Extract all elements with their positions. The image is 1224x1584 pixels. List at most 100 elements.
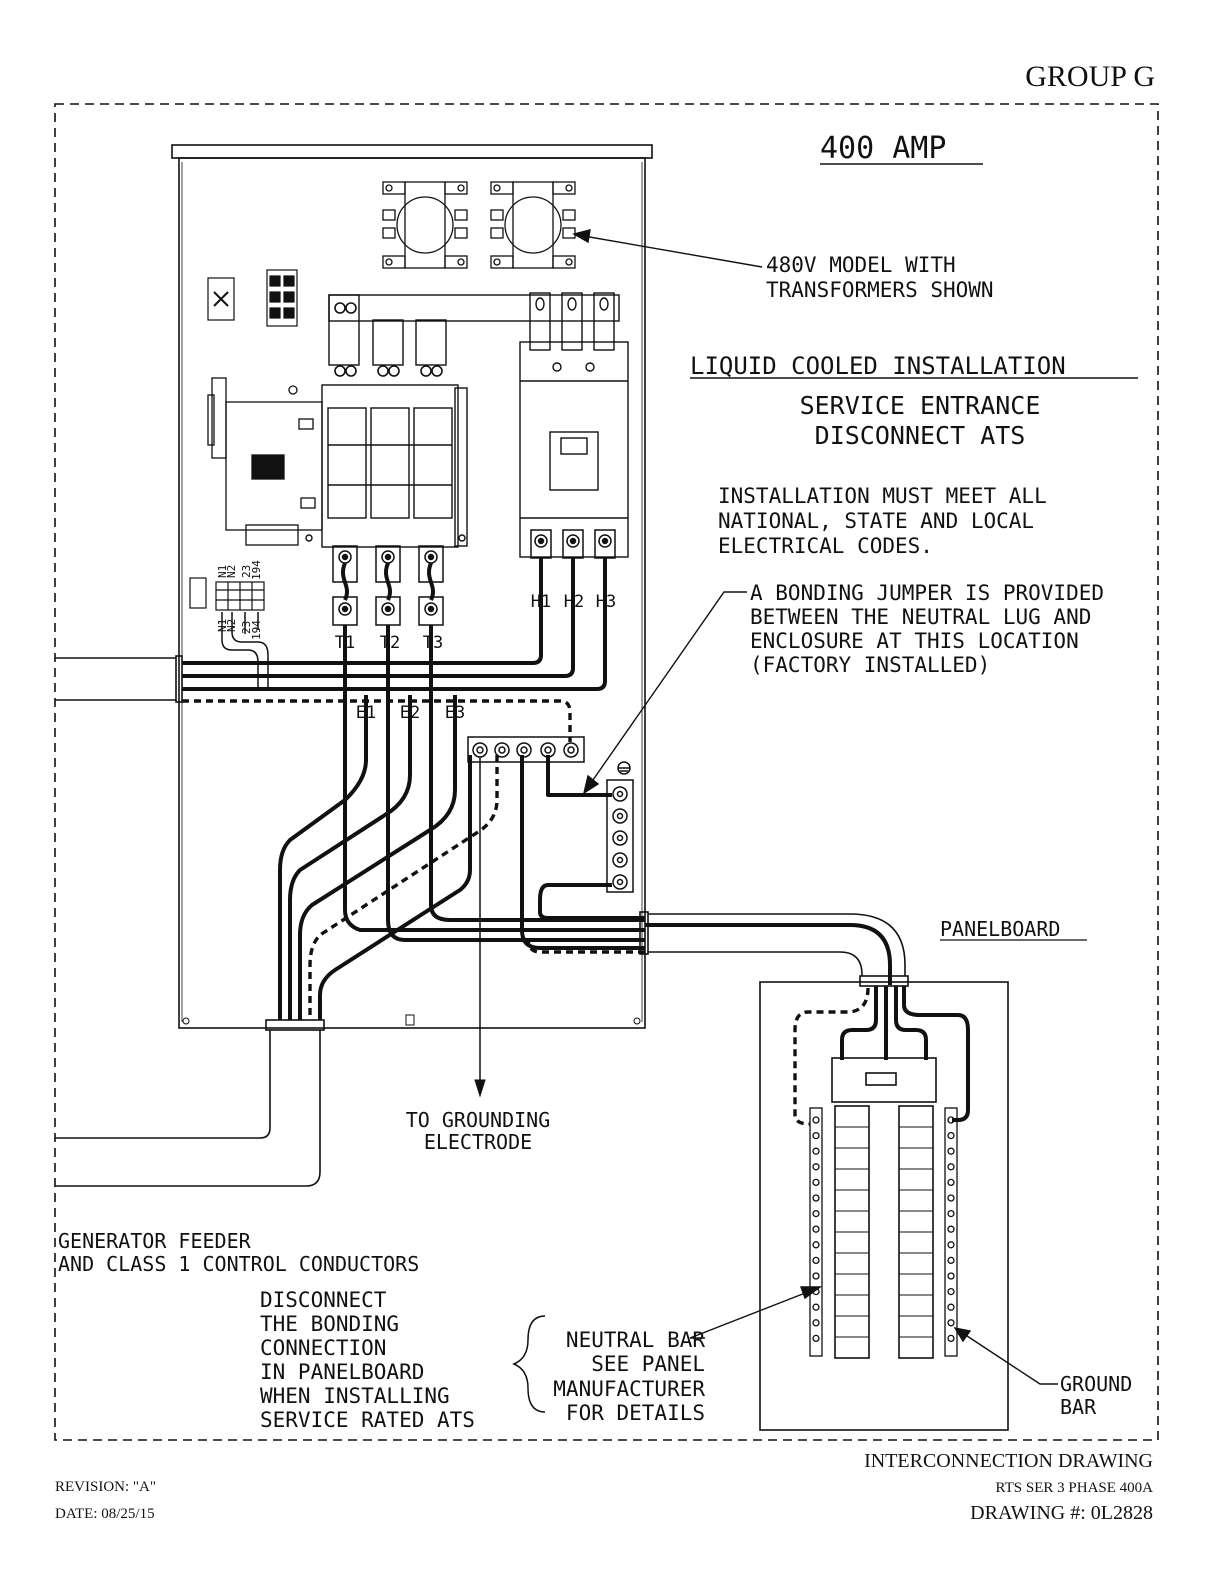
bus-bar-hole (947, 1194, 955, 1202)
wire-n2: N2 (225, 619, 238, 632)
grounding-arrow (474, 757, 486, 1098)
terminal-e2: E2 (400, 703, 420, 723)
bus-bar-hole (812, 1131, 820, 1140)
codes-note-1: INSTALLATION MUST MEET ALL (718, 484, 1047, 508)
bus-bar-hole (947, 1272, 955, 1280)
bus-bar-hole (947, 1241, 955, 1249)
disconnect-note-5: WHEN INSTALLING (260, 1384, 450, 1408)
disconnect-note-3: CONNECTION (260, 1336, 386, 1360)
disconnect-note-1: DISCONNECT (260, 1288, 387, 1312)
wire-n1: N1 (216, 619, 229, 632)
terminal-e1: E1 (356, 703, 376, 723)
bus-bar-hole (812, 1116, 820, 1124)
title-interconnection: INTERCONNECTION DRAWING (864, 1450, 1153, 1472)
neutral-note-3: MANUFACTURER (553, 1377, 705, 1401)
bus-bar-hole (812, 1241, 820, 1249)
leader-lines (572, 229, 1058, 1385)
disconnect-note-2: THE BONDING (260, 1312, 399, 1336)
panelboard-label: PANELBOARD (940, 917, 1060, 941)
bonding-note-1: A BONDING JUMPER IS PROVIDED (750, 581, 1104, 605)
drawing-border (54, 103, 1159, 1441)
bus-bar-hole (947, 1225, 955, 1233)
wire-194: 194 (250, 620, 263, 640)
neutral-note-2: SEE PANEL (591, 1352, 705, 1376)
ats-enclosure (171, 144, 653, 1029)
ground-conductor (182, 699, 870, 1126)
transformer-note-1: 480V MODEL WITH (766, 253, 956, 277)
ground-note-2: BAR (1060, 1395, 1097, 1419)
terminal-t1: T1 (335, 633, 355, 653)
bus-bar-hole (812, 1272, 820, 1280)
drawing-number: DRAWING #: 0L2828 (970, 1502, 1153, 1524)
wire-23-top: 23 (240, 565, 253, 578)
bus-bar-hole (947, 1209, 955, 1218)
panel-ground-bar (944, 1107, 958, 1357)
date: DATE: 08/25/15 (55, 1506, 155, 1522)
bus-bar-hole (947, 1178, 955, 1187)
bus-bar-hole (812, 1334, 820, 1343)
control-board (207, 377, 323, 546)
neutral-note-4: FOR DETAILS (566, 1401, 705, 1425)
bus-bar-hole (947, 1319, 955, 1327)
feeder-note-1: GENERATOR FEEDER (58, 1229, 252, 1253)
bus-bar-hole (947, 1116, 955, 1124)
indicator-component (207, 269, 298, 327)
ground-note-1: GROUND (1060, 1372, 1132, 1396)
bus-bar-hole (812, 1256, 820, 1265)
feeder-note-2: AND CLASS 1 CONTROL CONDUCTORS (58, 1252, 419, 1276)
bus-bar-hole (812, 1178, 820, 1187)
bus-bar-hole (812, 1303, 820, 1311)
terminal-e3: E3 (445, 703, 465, 723)
bus-bar-hole (947, 1287, 955, 1296)
ats-neutral-bar (467, 736, 585, 763)
bus-bar-hole (947, 1334, 955, 1343)
transformer-right (490, 181, 576, 269)
disconnect-note-6: SERVICE RATED ATS (260, 1408, 475, 1432)
bus-bar-hole (947, 1131, 955, 1140)
group-label: GROUP G (1025, 60, 1155, 93)
bus-bar-hole (812, 1319, 820, 1327)
transformer-left (382, 181, 468, 269)
panel-neutral-bar (809, 1107, 823, 1357)
terminal-h2: H2 (564, 592, 584, 612)
bus-bar-hole (947, 1256, 955, 1265)
title-model: RTS SER 3 PHASE 400A (996, 1480, 1154, 1496)
terminal-h3: H3 (596, 592, 616, 612)
control-terminal-block (189, 577, 265, 611)
wire-n2-top: N2 (225, 565, 238, 578)
bus-bar-hole (812, 1209, 820, 1218)
neutral-note-1: NEUTRAL BAR (566, 1328, 705, 1352)
disconnect-note-4: IN PANELBOARD (260, 1360, 424, 1384)
bus-bar-hole (947, 1303, 955, 1311)
brace (512, 1315, 546, 1413)
service-title-1: SERVICE ENTRANCE (800, 391, 1041, 420)
codes-note-2: NATIONAL, STATE AND LOCAL (718, 509, 1034, 533)
service-title-2: DISCONNECT ATS (815, 421, 1026, 450)
transformer-note-2: TRANSFORMERS SHOWN (766, 278, 994, 302)
bus-bar-hole (812, 1147, 820, 1155)
bus-bar-hole (812, 1194, 820, 1202)
bus-bar-hole (812, 1225, 820, 1233)
wire-194-top: 194 (250, 560, 263, 580)
bus-bar-hole (947, 1147, 955, 1155)
bus-bar-hole (947, 1163, 955, 1171)
wire-n1-top: N1 (216, 565, 229, 578)
grounding-note-2: ELECTRODE (424, 1130, 532, 1154)
bus-bar-hole (812, 1163, 820, 1171)
wire-23: 23 (240, 621, 253, 634)
panelboard (759, 981, 1009, 1431)
conductors (182, 558, 892, 1020)
main-contactor (305, 294, 620, 548)
ats-ground-bar (606, 761, 634, 893)
revision: REVISION: "A" (55, 1479, 156, 1495)
terminal-h1: H1 (531, 592, 551, 612)
terminal-lugs (332, 529, 616, 626)
terminal-t2: T2 (380, 633, 400, 653)
install-type: LIQUID COOLED INSTALLATION (690, 352, 1066, 380)
service-breaker (519, 292, 629, 558)
codes-note-3: ELECTRICAL CODES. (718, 534, 933, 558)
control-wires (221, 612, 269, 690)
bonding-note-2: BETWEEN THE NEUTRAL LUG AND (750, 605, 1091, 629)
rating-label: 400 AMP (820, 131, 946, 166)
